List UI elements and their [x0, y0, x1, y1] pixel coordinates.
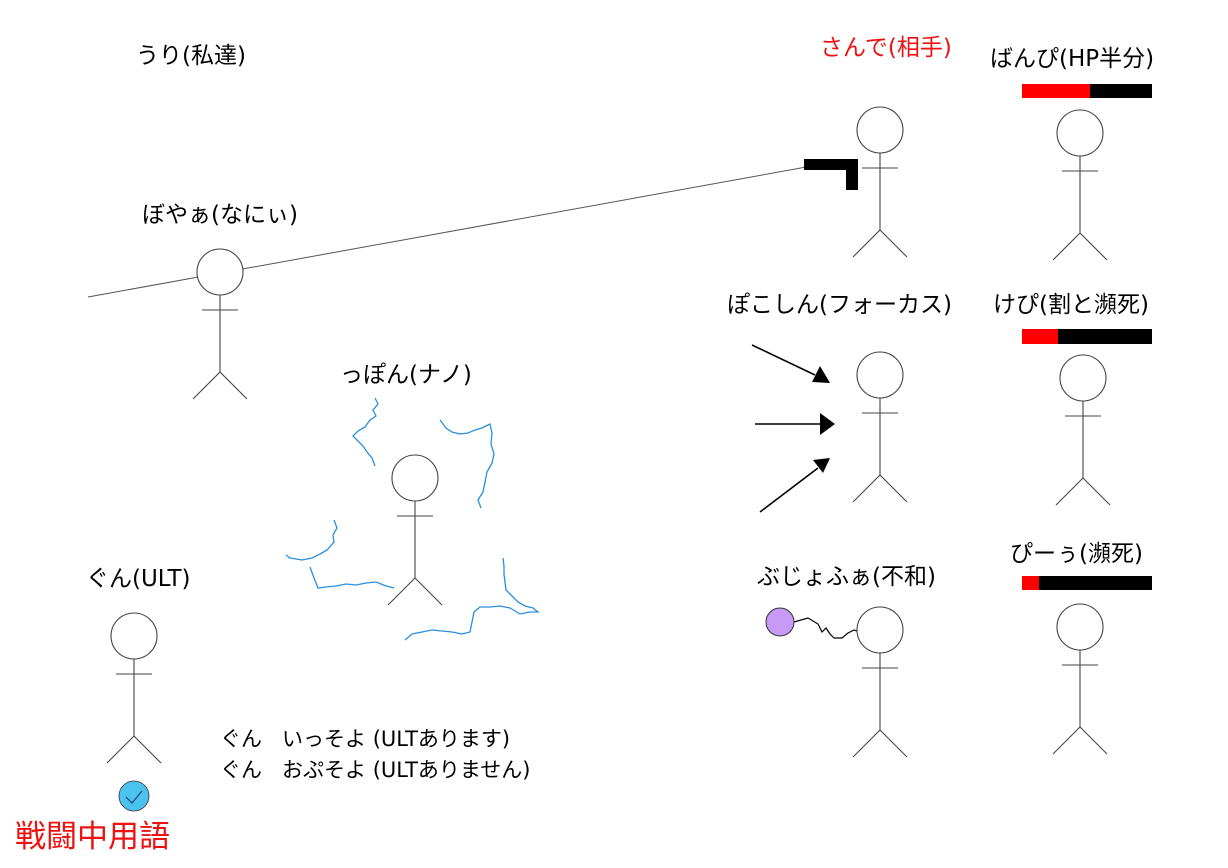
- nano-lightning-icon: [285, 397, 540, 641]
- figure-kepi: [1055, 354, 1111, 506]
- figure-boya: [192, 248, 248, 400]
- hp-bar-banpi: [1022, 84, 1152, 98]
- figure-pokoshin: [852, 351, 908, 503]
- hp-bar-kepi: [1022, 329, 1152, 344]
- page-title: 戦闘中用語: [15, 819, 170, 855]
- check-icon: [118, 780, 150, 812]
- phrase-text: おぷそよ (ULTありません): [282, 758, 531, 782]
- figure-bujofua: [852, 606, 908, 758]
- hp-bar-piiu: [1022, 576, 1152, 590]
- discord-tether: [793, 617, 861, 639]
- phrase-ult-not-ready: ぐん おぷそよ (ULTありません): [220, 760, 530, 781]
- phrase-speaker: ぐん: [220, 727, 262, 751]
- phrase-ult-ready: ぐん いっそよ (ULTあります): [220, 729, 510, 750]
- label-kepi: けぴ(割と瀕死): [993, 292, 1149, 318]
- check-mark: [125, 790, 143, 804]
- gun-icon: [804, 159, 858, 190]
- figure-sande: [852, 106, 908, 258]
- label-bujofua: ぶじょふぁ(不和): [757, 564, 936, 590]
- figure-banpi: [1052, 109, 1108, 261]
- label-ppon: っぽん(ナノ): [340, 362, 472, 388]
- label-boya: ぼやぁ(なにぃ): [142, 202, 298, 228]
- discord-orb-icon: [765, 607, 795, 637]
- label-gun: ぐん(ULT): [86, 566, 191, 592]
- label-banpi: ばんぴ(HP半分): [990, 46, 1155, 72]
- phrase-text: いっそよ (ULTあります): [282, 727, 511, 751]
- figure-ppon: [387, 454, 443, 606]
- label-uri: うり(私達): [136, 43, 246, 69]
- phrase-speaker: ぐん: [220, 758, 262, 782]
- arrow-icon: [751, 344, 835, 513]
- figure-piiu: [1052, 603, 1108, 755]
- label-piiu: ぴーぅ(瀕死): [1010, 541, 1143, 567]
- label-sande: さんで(相手): [820, 35, 952, 61]
- figure-gun: [106, 612, 162, 764]
- label-pokoshin: ぽこしん(フォーカス): [727, 292, 952, 318]
